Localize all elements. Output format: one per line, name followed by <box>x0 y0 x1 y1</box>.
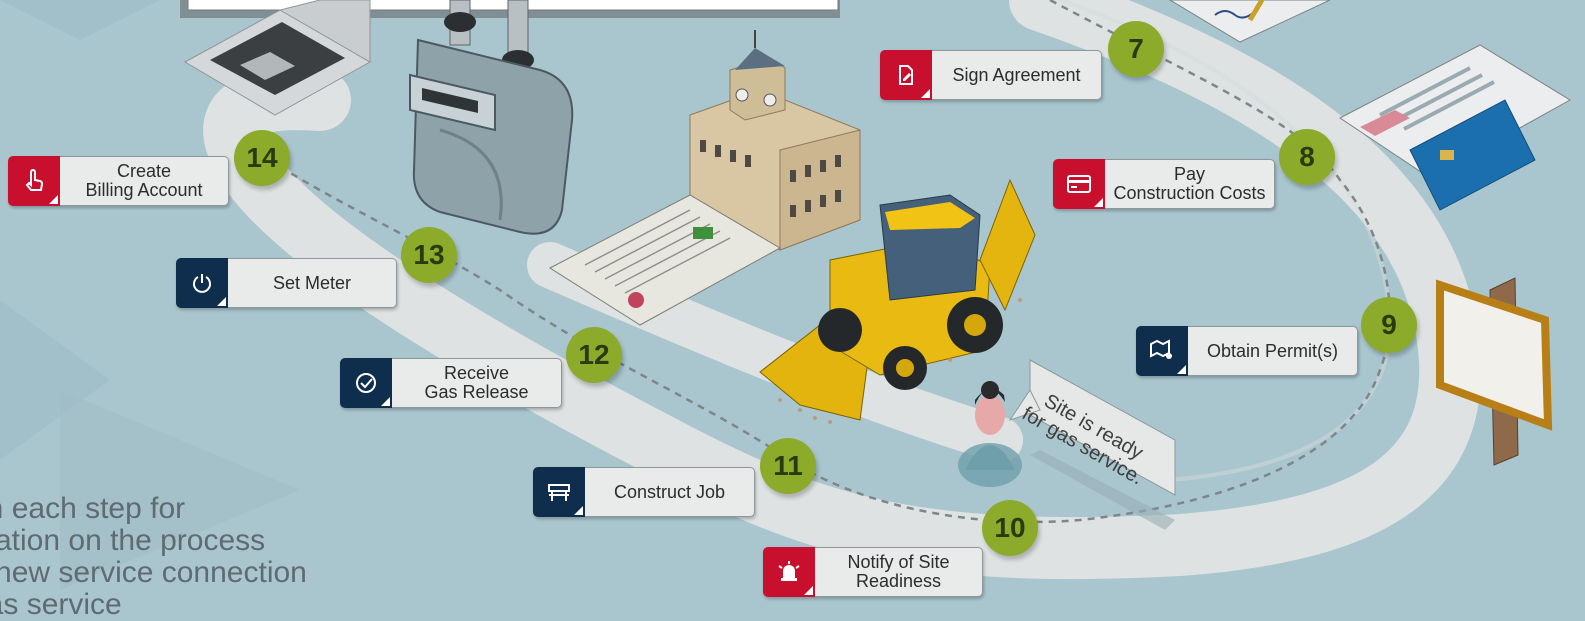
invoice-and-card <box>1339 44 1571 211</box>
step-label: Create Billing Account <box>60 156 229 206</box>
intro-text: gh each step for mation on the process a… <box>0 492 307 621</box>
step-notify-site-readiness[interactable]: Notify of Site Readiness <box>763 547 983 597</box>
laptop-illustration <box>183 0 372 116</box>
step-label: Receive Gas Release <box>392 358 562 408</box>
sign-document-icon <box>880 50 932 100</box>
background-triangle <box>60 390 300 590</box>
step-label: Sign Agreement <box>932 50 1102 100</box>
permit-signpost <box>1436 277 1553 466</box>
certificate-document <box>548 194 782 326</box>
step-number-badge[interactable]: 9 <box>1361 297 1417 353</box>
dashed-route <box>269 0 1391 524</box>
background-triangle <box>0 0 160 40</box>
step-sign-agreement[interactable]: Sign Agreement <box>880 50 1102 100</box>
step-number-badge[interactable]: 7 <box>1108 21 1164 77</box>
step-label: Pay Construction Costs <box>1105 159 1275 209</box>
step-number-badge[interactable]: 10 <box>982 500 1038 556</box>
step-pay-construction-costs[interactable]: Pay Construction Costs <box>1053 159 1275 209</box>
barrier-icon <box>533 467 585 517</box>
step-number-badge[interactable]: 8 <box>1279 129 1335 185</box>
step-create-billing-account[interactable]: Create Billing Account <box>8 156 229 206</box>
step-label: Obtain Permit(s) <box>1188 326 1358 376</box>
step-obtain-permits[interactable]: Obtain Permit(s) <box>1136 326 1358 376</box>
step-label: Construct Job <box>585 467 755 517</box>
credit-card-icon <box>1053 159 1105 209</box>
step-set-meter[interactable]: Set Meter <box>176 258 397 308</box>
alarm-bell-icon <box>763 547 815 597</box>
backhoe-loader-illustration <box>759 178 1036 424</box>
step-number-badge[interactable]: 11 <box>760 438 816 494</box>
city-hall-illustration <box>689 30 861 251</box>
gas-meter-illustration <box>409 0 574 235</box>
step-number-badge[interactable]: 12 <box>566 327 622 383</box>
hand-pointer-icon <box>8 156 60 206</box>
step-construct-job[interactable]: Construct Job <box>533 467 755 517</box>
step-number-badge[interactable]: 13 <box>401 227 457 283</box>
background-triangle <box>0 300 110 460</box>
speech-bubble-board <box>1008 359 1176 530</box>
power-icon <box>176 258 228 308</box>
map-pin-icon <box>1136 326 1188 376</box>
step-label: Notify of Site Readiness <box>815 547 983 597</box>
signing-document <box>1169 0 1331 43</box>
woman-avatar <box>958 381 1022 487</box>
step-receive-gas-release[interactable]: Receive Gas Release <box>340 358 562 408</box>
road-path <box>203 0 1482 580</box>
step-number-badge[interactable]: 14 <box>234 130 290 186</box>
step-label: Set Meter <box>228 258 397 308</box>
check-circle-icon <box>340 358 392 408</box>
